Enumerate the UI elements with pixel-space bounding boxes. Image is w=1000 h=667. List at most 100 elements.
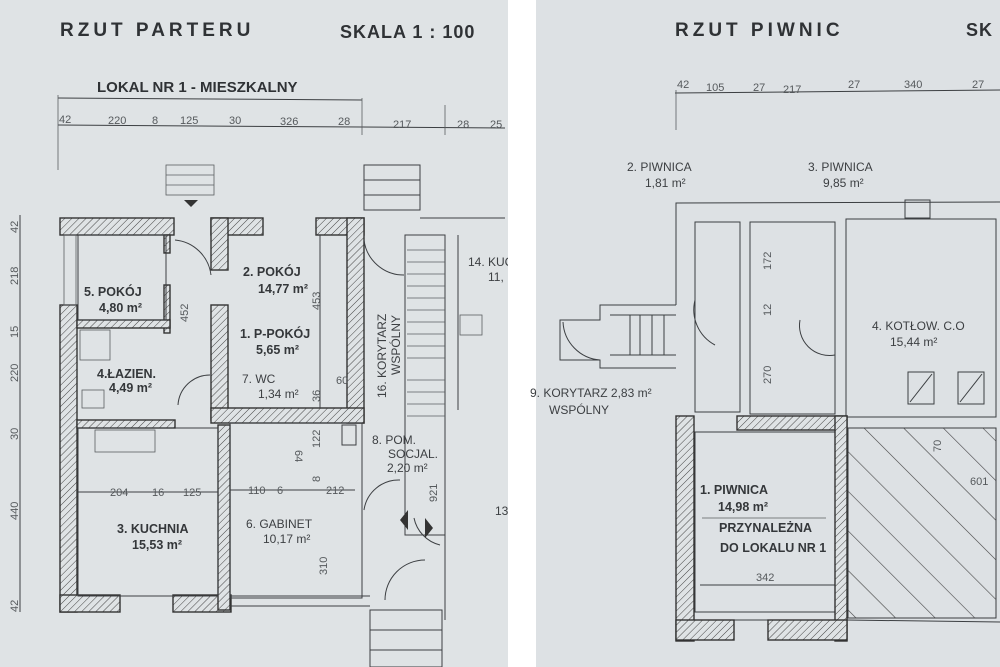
room-name: 6. GABINET — [246, 517, 313, 531]
dim: 342 — [756, 572, 774, 584]
room-area: 4,80 m² — [99, 301, 142, 315]
room-area: 10,17 m² — [263, 532, 310, 546]
scale-label: SKALA 1 : 100 — [340, 22, 475, 42]
dim: 27 — [753, 82, 765, 94]
dim: 70 — [932, 440, 944, 452]
room-name: 5. POKÓJ — [84, 284, 142, 299]
entrance-arrow-icon — [184, 200, 198, 207]
basement-inner-dimensions: 172 12 270 70 601 342 — [756, 252, 988, 584]
room-name: 2. POKÓJ — [243, 264, 301, 279]
room-area: 15,44 m² — [890, 335, 937, 349]
basement-title: RZUT PIWNIC — [675, 20, 844, 41]
dim: 220 — [9, 364, 21, 382]
dim: 212 — [326, 485, 344, 497]
dim: 125 — [183, 487, 201, 499]
dim: 28 — [338, 116, 350, 128]
room-area: 5,65 m² — [256, 343, 299, 357]
dim: 601 — [970, 476, 988, 488]
dim: 310 — [318, 557, 330, 575]
dim: 218 — [9, 267, 21, 285]
room-area: 2,20 m² — [387, 461, 428, 475]
room-area: 14,98 m² — [718, 500, 768, 514]
room-note: DO LOKALU NR 1 — [720, 541, 826, 555]
dim: 42 — [9, 221, 21, 233]
dim: 30 — [229, 115, 241, 127]
hatched-area — [847, 427, 997, 619]
room-name: 9. KORYTARZ 2,83 m² — [530, 386, 652, 400]
ground-floor-sheet: RZUT PARTERU SKALA 1 : 100 LOKAL NR 1 - … — [0, 0, 514, 667]
room-area: 1,81 m² — [645, 176, 686, 190]
room-area: 14,77 m² — [258, 282, 308, 296]
left-dimensions: 42 218 15 220 30 440 42 — [9, 221, 21, 612]
room-area: 11, — [488, 270, 504, 284]
inner-dimensions: 452 453 36 60 122 64 8 204 16 125 110 6 … — [110, 292, 440, 575]
dim: 60 — [336, 375, 348, 387]
room-name: 4. KOTŁOW. C.O — [872, 319, 965, 333]
basement-rooms: 2. PIWNICA 1,81 m² 3. PIWNICA 9,85 m² 4.… — [530, 160, 965, 555]
top-dimension-line — [57, 124, 506, 129]
dim: 64 — [292, 450, 304, 462]
room-area: 9,85 m² — [823, 176, 864, 190]
dim: 16 — [152, 487, 164, 499]
dim: 8 — [152, 115, 158, 127]
room-name: 1. PIWNICA — [700, 483, 768, 497]
ground-floor-rooms: 5. POKÓJ 4,80 m² 2. POKÓJ 14,77 m² 1. P-… — [84, 255, 514, 552]
dim: 12 — [762, 304, 774, 316]
room-name: 3. PIWNICA — [808, 160, 873, 174]
room-name: 7. WC — [242, 372, 276, 386]
dim: 220 — [108, 115, 126, 127]
dim: 42 — [677, 79, 689, 91]
dim: 8 — [311, 476, 323, 482]
unit-dimension-line — [57, 97, 363, 101]
ground-floor-title: RZUT PARTERU — [60, 20, 254, 41]
shower-icon — [79, 329, 111, 361]
dim: 110 — [248, 485, 266, 497]
basement-top-dimensions: 42 105 27 217 27 340 27 — [677, 79, 984, 96]
room-name: 3. KUCHNIA — [117, 522, 189, 536]
dim: 42 — [59, 114, 71, 126]
room-name: 8. POM. — [372, 433, 416, 447]
dim: 921 — [428, 484, 440, 502]
room-name: WSPÓLNY — [388, 315, 403, 375]
room-name: 2. PIWNICA — [627, 160, 692, 174]
dim: 217 — [393, 119, 411, 131]
bathtub-icon — [81, 389, 105, 409]
dim: 453 — [311, 292, 323, 310]
dim: 204 — [110, 487, 128, 499]
room-name: WSPÓLNY — [549, 402, 609, 417]
boiler-icon — [957, 371, 985, 405]
room-name: 13 — [495, 504, 509, 518]
dim: 25 — [490, 119, 502, 131]
dim: 15 — [9, 326, 21, 338]
dim: 28 — [457, 119, 469, 131]
room-note: PRZYNALEŻNA — [719, 520, 812, 535]
dim: 340 — [904, 79, 922, 91]
dim: 42 — [9, 600, 21, 612]
basement-walls — [675, 415, 848, 642]
dim: 452 — [179, 304, 191, 322]
unit-label: LOKAL NR 1 - MIESZKALNY — [97, 79, 298, 96]
dim: 270 — [762, 366, 774, 384]
basement-sheet: RZUT PIWNIC SK 42 105 27 217 27 340 27 — [530, 0, 1000, 667]
dim: 172 — [762, 252, 774, 270]
room-area: 4,49 m² — [109, 381, 152, 395]
dim: 122 — [311, 430, 323, 448]
dim: 125 — [180, 115, 198, 127]
dim: 440 — [9, 502, 21, 520]
room-name: 16. KORYTARZ — [375, 314, 389, 398]
sink-stove-icon — [94, 429, 156, 453]
dim: 27 — [848, 79, 860, 91]
dim: 36 — [311, 390, 323, 402]
room-name: SOCJAL. — [388, 447, 438, 461]
room-name: 1. P-POKÓJ — [240, 326, 310, 341]
stove-icon — [459, 314, 483, 336]
dim: 105 — [706, 82, 724, 94]
dim: 30 — [9, 428, 21, 440]
room-area: 1,34 m² — [258, 387, 299, 401]
scale-label-partial: SK — [966, 20, 993, 40]
dim: 217 — [783, 84, 801, 96]
dim: 27 — [972, 79, 984, 91]
door-arrow-icon — [400, 510, 408, 530]
